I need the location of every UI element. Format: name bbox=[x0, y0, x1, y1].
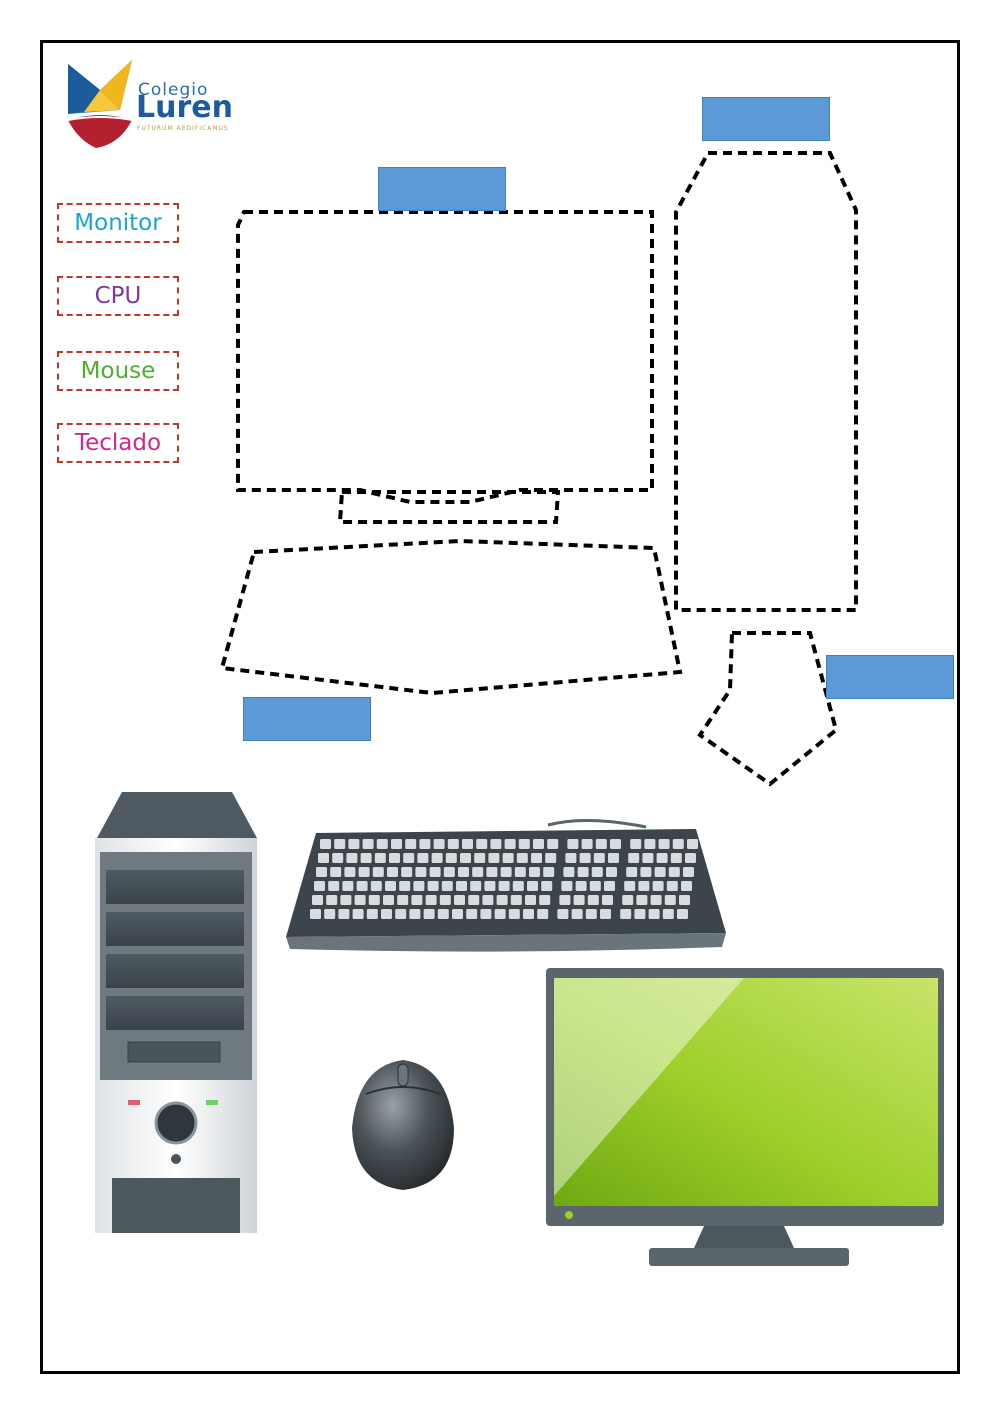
monitor-outline bbox=[236, 210, 654, 504]
word-label: Teclado bbox=[74, 430, 162, 456]
mouse-outline bbox=[697, 631, 839, 787]
cpu-tower-image[interactable] bbox=[92, 790, 260, 1235]
word-cpu[interactable]: CPU bbox=[57, 276, 179, 316]
word-monitor[interactable]: Monitor bbox=[57, 203, 179, 243]
logo-text-luren: Luren bbox=[136, 90, 233, 125]
mouse-image[interactable] bbox=[350, 1058, 456, 1192]
cpu-outline bbox=[674, 151, 858, 612]
keyboard-image[interactable] bbox=[286, 815, 728, 955]
monitor-stand-outline bbox=[337, 490, 561, 524]
logo-text-colegio: Colegio bbox=[138, 80, 209, 100]
monitor-image[interactable] bbox=[544, 966, 946, 1270]
keyboard-outline bbox=[219, 538, 683, 696]
school-logo bbox=[60, 52, 225, 152]
answer-slot-monitor[interactable] bbox=[378, 167, 506, 211]
page-frame bbox=[40, 40, 960, 1374]
answer-slot-mouse[interactable] bbox=[826, 655, 954, 699]
logo-shield-icon bbox=[67, 60, 133, 148]
word-label: Mouse bbox=[80, 358, 156, 384]
word-label: CPU bbox=[94, 283, 142, 309]
answer-slot-cpu[interactable] bbox=[702, 97, 830, 141]
word-mouse[interactable]: Mouse bbox=[57, 351, 179, 391]
word-label: Monitor bbox=[74, 210, 162, 236]
dashed-outlines bbox=[219, 151, 858, 787]
word-teclado[interactable]: Teclado bbox=[57, 423, 179, 463]
answer-slot-keyboard[interactable] bbox=[243, 697, 371, 741]
logo-motto: FUTURUM AEDIFICAMUS bbox=[137, 125, 229, 132]
